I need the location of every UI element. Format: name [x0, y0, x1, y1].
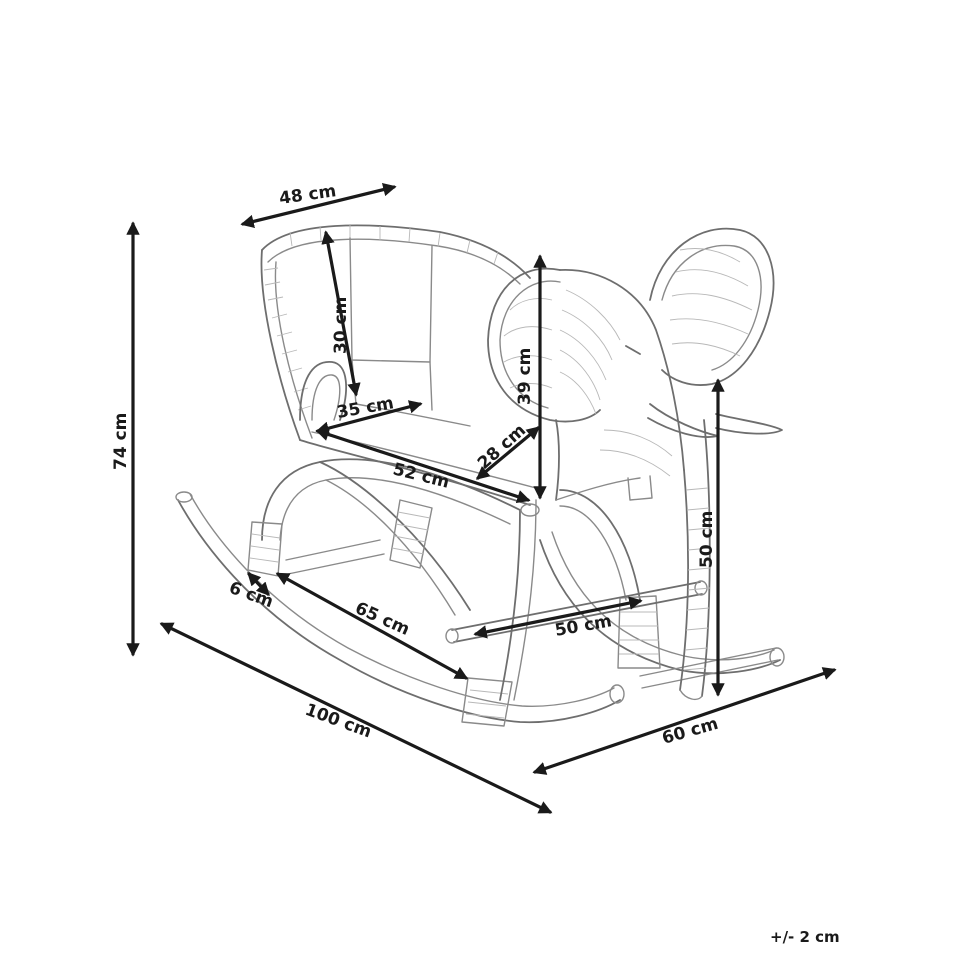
label-overall-length: 100 cm	[302, 700, 374, 742]
label-inner-length: 65 cm	[352, 598, 413, 640]
arrow-top-width	[240, 183, 397, 228]
label-head-height: 39 cm	[515, 348, 535, 405]
right-front-leg	[499, 509, 521, 701]
cross-bar	[285, 539, 385, 575]
elephant-right-ear	[649, 227, 775, 386]
arrow-rocker-thickness	[247, 572, 270, 596]
label-backrest-height: 30 cm	[331, 297, 351, 354]
backrest-rim	[261, 224, 531, 279]
elephant-trunk	[679, 419, 711, 697]
arrow-backrest-height	[321, 230, 361, 397]
arrow-seat-width	[315, 400, 423, 435]
label-seat-depth: 28 cm	[474, 420, 530, 473]
dimension-arrows	[126, 183, 837, 814]
elephant-left-tusk	[647, 403, 719, 438]
front-frame	[261, 458, 521, 541]
label-trunk-height: 50 cm	[697, 511, 717, 568]
label-top-width: 48 cm	[278, 181, 338, 209]
backrest-panel	[349, 237, 433, 363]
rear-leg-wrap	[247, 521, 283, 577]
backrest-left-post	[260, 249, 301, 441]
dimension-labels: 48 cm 74 cm 30 cm 35 cm 39 cm 28 cm 52 c…	[111, 181, 840, 946]
elephant-head	[559, 269, 685, 471]
arrow-overall-width	[532, 667, 837, 775]
arrow-seat-length	[315, 427, 531, 504]
arrow-overall-length	[159, 622, 553, 814]
arrow-inner-length	[275, 572, 469, 680]
elephant-eye	[625, 345, 641, 355]
label-overall-height: 74 cm	[111, 413, 131, 470]
label-rocker-thickness: 6 cm	[226, 578, 276, 612]
tolerance-note: +/- 2 cm	[770, 928, 840, 946]
elephant-right-tusk	[715, 413, 783, 435]
elephant-left-ear	[487, 267, 601, 423]
seat-strap	[389, 499, 433, 569]
